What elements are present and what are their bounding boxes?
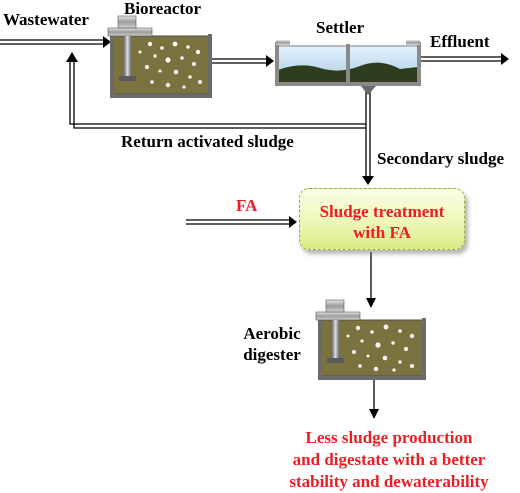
digester-tank xyxy=(315,299,426,380)
flow-line-wastewater-in xyxy=(0,36,111,48)
outcome-line1: Less sludge production xyxy=(305,428,473,447)
wastewater-label: Wastewater xyxy=(3,10,89,29)
flow-line-to-digester xyxy=(366,252,376,308)
return-sludge-label: Return activated sludge xyxy=(121,132,294,151)
flow-line-secondary-sludge xyxy=(362,87,374,185)
settler-label: Settler xyxy=(316,18,365,37)
digester-label-line1: Aerobic xyxy=(243,324,301,343)
secondary-sludge-label: Secondary sludge xyxy=(377,149,505,168)
digester-label-line2: digester xyxy=(243,345,301,364)
fa-label: FA xyxy=(236,196,258,215)
outcome-line2: and digestate with a better xyxy=(292,450,486,469)
treatment-label-line1: Sludge treatment xyxy=(319,202,445,221)
settler-tank xyxy=(275,40,421,95)
bioreactor-tank xyxy=(107,15,212,98)
flow-line-fa xyxy=(186,216,297,228)
outcome-line3: stability and dewaterability xyxy=(289,472,489,491)
flow-line-bioreactor-to-settler xyxy=(210,55,274,67)
effluent-label: Effluent xyxy=(430,32,490,51)
sludge-treatment-box: Sludge treatment with FA xyxy=(299,188,465,250)
flow-line-outcome xyxy=(369,376,379,419)
flow-line-return-sludge xyxy=(66,52,366,129)
treatment-label-line2: with FA xyxy=(353,223,411,242)
bioreactor-label: Bioreactor xyxy=(124,0,202,18)
flow-line-effluent xyxy=(417,53,509,65)
